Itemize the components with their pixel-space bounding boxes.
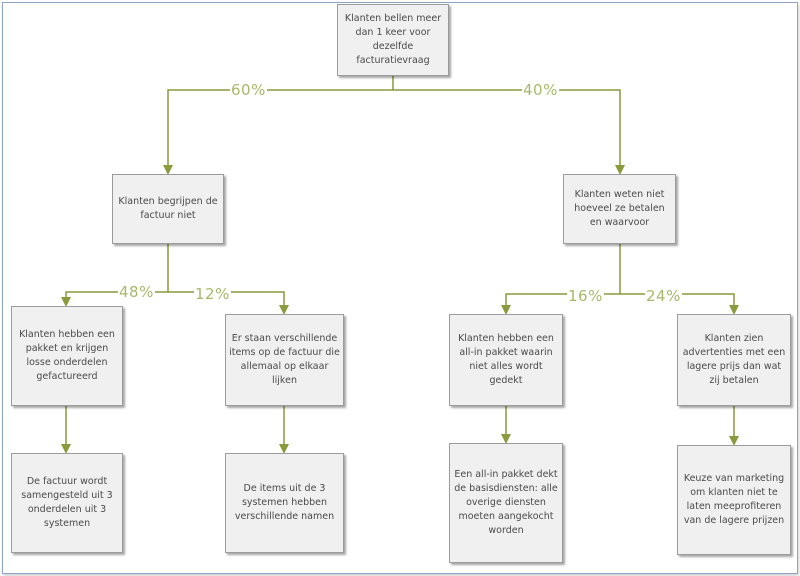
node-root: Klanten bellen meer dan 1 keer voor deze… xyxy=(337,4,449,76)
percent-ll: 48% xyxy=(118,283,155,301)
percent-right: 40% xyxy=(522,81,559,99)
node-right: Klanten weten niet hoeveel ze betalen en… xyxy=(563,174,676,244)
connector-right-rl xyxy=(501,243,621,315)
connector-left-ll xyxy=(61,243,169,307)
connector-root-right xyxy=(393,89,625,175)
node-rr: Klanten zien advertenties met een lagere… xyxy=(677,314,791,406)
node-rl-child: Een all-in pakket dekt de basisdiensten:… xyxy=(449,443,563,563)
percent-rl: 16% xyxy=(567,287,604,305)
node-ll-child: De factuur wordt samengesteld uit 3 onde… xyxy=(11,453,123,553)
node-left: Klanten begrijpen de factuur niet xyxy=(112,174,224,244)
node-rl: Klanten hebben een all-in pakket waarin … xyxy=(449,314,563,406)
node-rr-child: Keuze van marketing om klanten niet te l… xyxy=(677,445,791,555)
node-lr-child: De items uit de 3 systemen hebben versch… xyxy=(225,453,344,553)
percent-rr: 24% xyxy=(645,287,682,305)
connector-root-left xyxy=(163,75,394,175)
percent-lr: 12% xyxy=(194,285,231,303)
node-ll: Klanten hebben een pakket en krijgen los… xyxy=(11,306,123,406)
percent-left: 60% xyxy=(230,81,267,99)
node-lr: Er staan verschillende items op de factu… xyxy=(225,314,344,406)
